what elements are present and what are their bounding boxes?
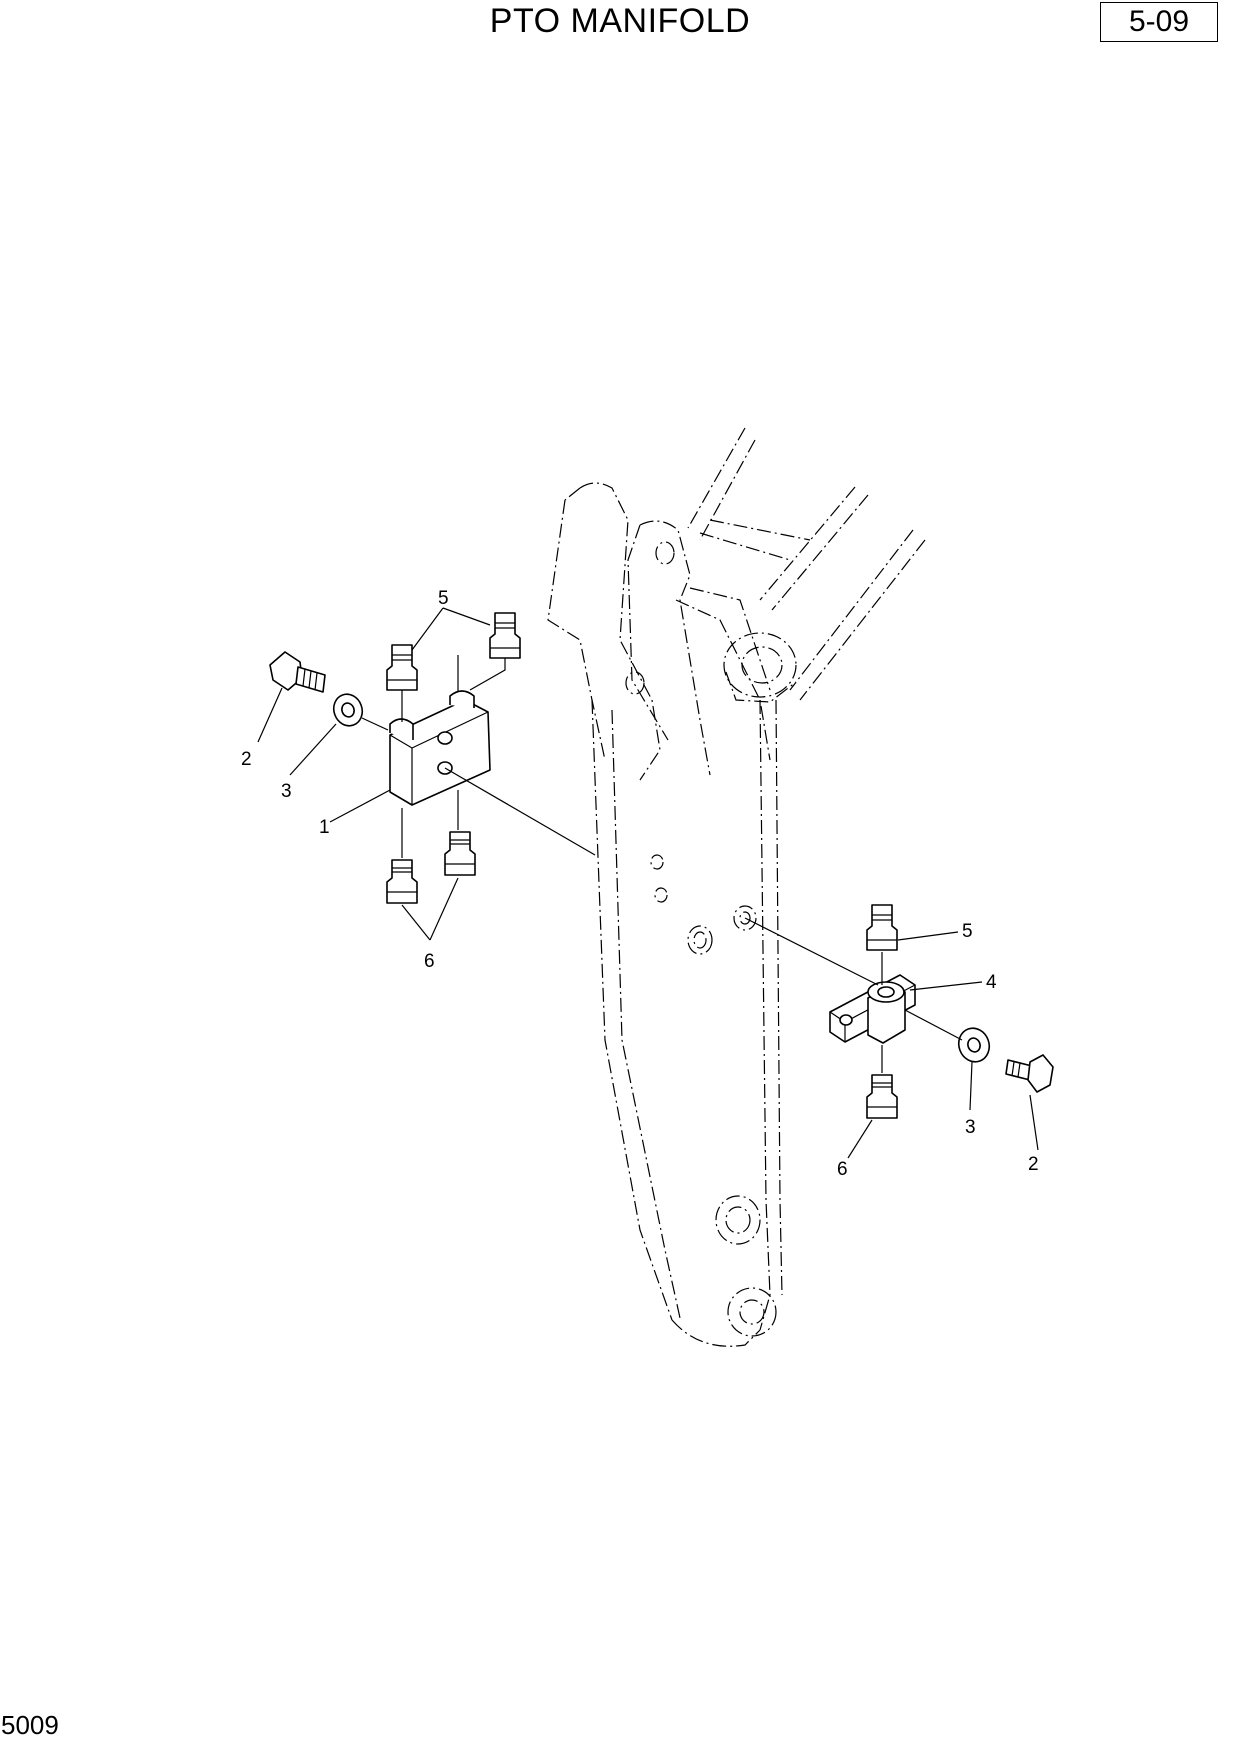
fitting-6-right	[866, 1074, 898, 1119]
boom-arm-outline	[547, 427, 926, 1347]
callout-1-left: 1	[319, 817, 330, 838]
fitting-5-right	[866, 904, 898, 951]
page-number-box: 5-09	[1100, 2, 1218, 42]
fitting-5-left-b	[489, 612, 521, 659]
callout-4-right: 4	[986, 972, 997, 993]
bolt-2-right	[1005, 1054, 1054, 1093]
drawing-code: 5009	[1, 1710, 59, 1740]
fitting-6-left-b	[444, 831, 476, 876]
callout-3-left: 3	[281, 781, 292, 802]
fitting-6-left-a	[386, 859, 418, 904]
callout-6-right: 6	[837, 1159, 848, 1180]
bolt-2-left	[269, 651, 326, 693]
manifold-block-left	[389, 699, 491, 806]
callout-5-left: 5	[438, 588, 449, 609]
callout-3-right: 3	[965, 1117, 976, 1138]
right-callouts: 5 4 3 2 6	[837, 921, 1039, 1180]
fitting-5-left-a	[386, 644, 418, 691]
left-callouts: 5 2 3 1 6	[241, 588, 449, 972]
callout-5-right: 5	[962, 921, 973, 942]
callout-6-left: 6	[424, 951, 435, 972]
callout-2-left: 2	[241, 749, 252, 770]
callout-2-right: 2	[1028, 1154, 1039, 1175]
page-title: PTO MANIFOLD	[489, 2, 751, 40]
left-manifold-assembly	[257, 607, 596, 941]
right-manifold-assembly	[744, 904, 1054, 1159]
